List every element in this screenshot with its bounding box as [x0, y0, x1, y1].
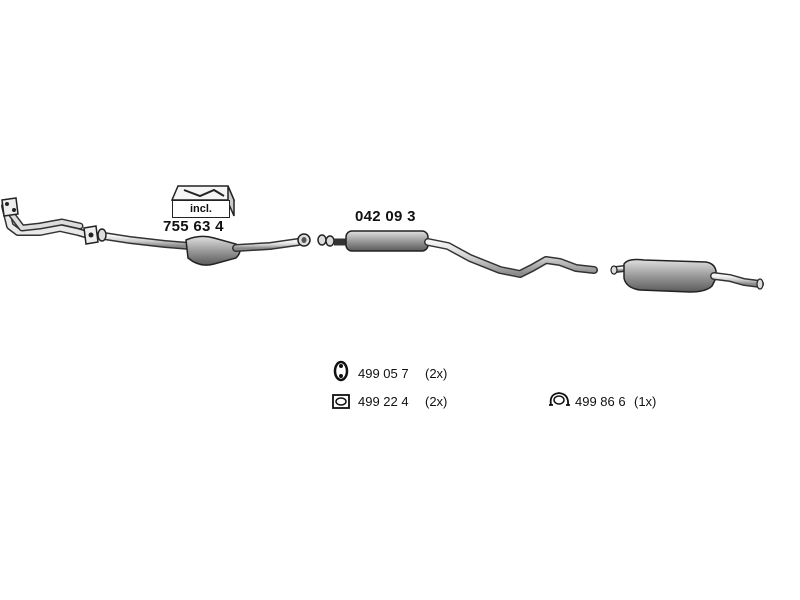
rear-silencer: [610, 258, 764, 293]
gasket-icon: [332, 394, 350, 409]
catalytic-converter-part-number: 755 63 4: [163, 218, 224, 235]
legend-gasket-qty: (2x): [425, 394, 448, 409]
catalytic-converter: [97, 228, 311, 266]
rubber-hanger-icon: [333, 360, 349, 382]
incl-label: incl.: [172, 200, 230, 218]
legend-gasket-number: 499 22 4: [358, 394, 409, 409]
included-kit-box: [170, 185, 236, 217]
legend-clamp-number: 499 86 6: [575, 394, 626, 409]
middle-silencer-part-number: 042 09 3: [355, 208, 416, 225]
legend-clamp-qty: (1x): [634, 394, 657, 409]
front-pipe: [1, 197, 99, 245]
middle-silencer: [317, 230, 598, 278]
legend-hanger-qty: (2x): [425, 366, 448, 381]
pipe-clamp-icon: [549, 392, 570, 406]
legend-hanger-number: 499 05 7: [358, 366, 409, 381]
